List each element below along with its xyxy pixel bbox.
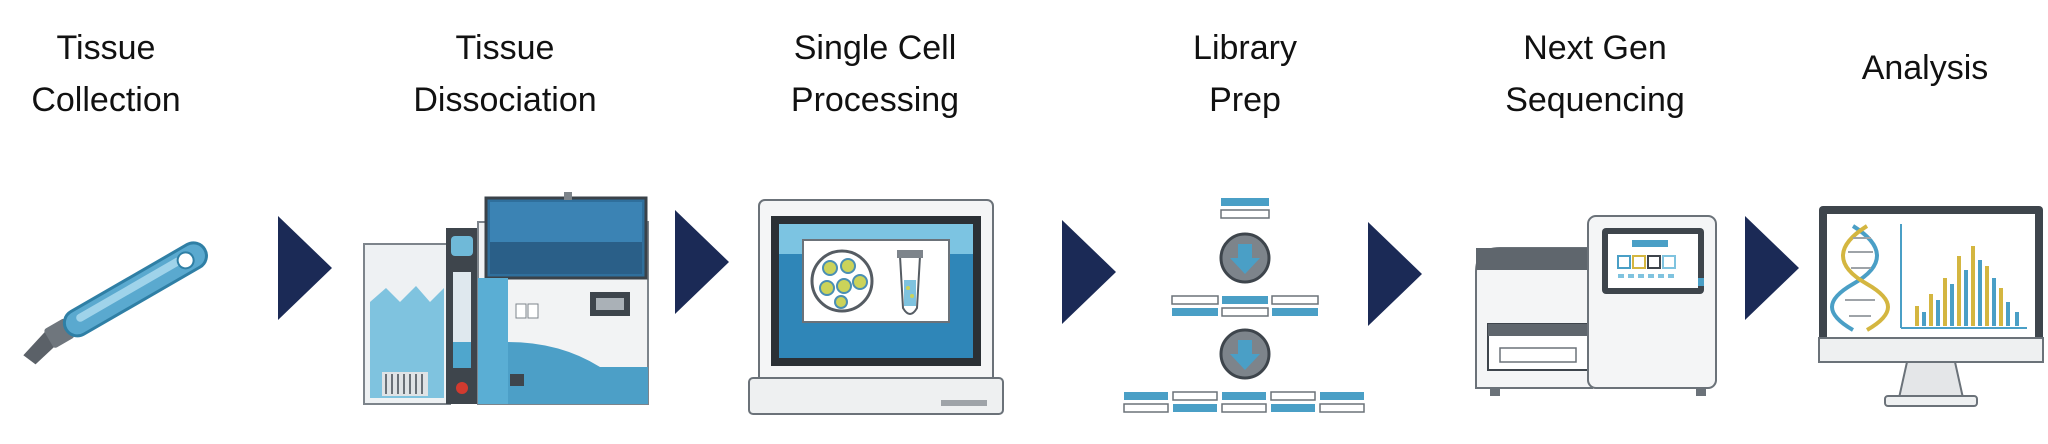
step-label-line1: Single Cell (793, 29, 957, 67)
flow-arrow-4 (1368, 222, 1422, 326)
step-label-single-cell-processing: Single Cell Processing (750, 22, 1000, 126)
step-label-next-gen-sequencing: Next Gen Sequencing (1460, 22, 1730, 126)
analysis-monitor-icon (1818, 206, 2044, 407)
scalpel-icon (23, 241, 208, 365)
flow-arrow-5 (1745, 216, 1799, 320)
step-label-line2: Sequencing (1505, 81, 1685, 119)
step-label-line1: Library (1193, 29, 1297, 67)
flow-arrow-2 (675, 210, 729, 314)
sequencer-icon (1475, 215, 1717, 396)
step-label-library-prep: Library Prep (1150, 22, 1340, 126)
step-label-line1: Analysis (1861, 49, 1989, 87)
step-label-line2: Prep (1209, 81, 1281, 119)
step-label-line1: Next Gen (1523, 29, 1667, 67)
cell-processor-icon (748, 199, 1004, 415)
step-label-line2: Dissociation (413, 81, 597, 119)
library-prep-icon (1123, 198, 1365, 413)
step-label-analysis: Analysis (1820, 42, 2030, 94)
flow-arrow-3 (1062, 220, 1116, 324)
flow-arrow-1 (278, 216, 332, 320)
step-label-tissue-dissociation: Tissue Dissociation (385, 22, 625, 126)
step-label-line1: Tissue (455, 29, 555, 67)
dissociator-instrument-icon (363, 192, 649, 405)
step-label-tissue-collection: Tissue Collection (0, 22, 212, 126)
step-label-line2: Processing (790, 81, 960, 119)
step-label-line2: Collection (31, 81, 181, 119)
step-label-line1: Tissue (56, 29, 156, 67)
